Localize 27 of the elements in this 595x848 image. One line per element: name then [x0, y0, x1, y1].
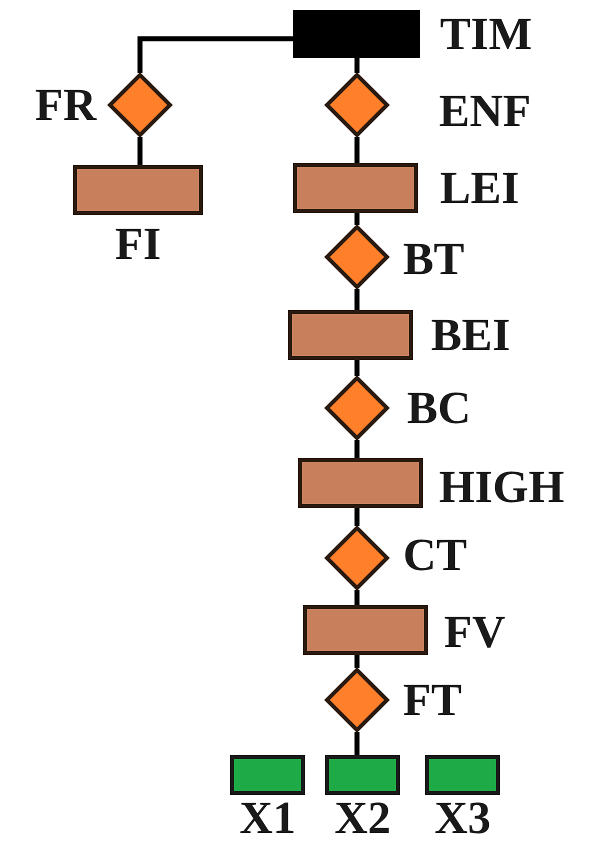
node-label: FT: [403, 677, 462, 723]
connector-line: [354, 732, 360, 755]
node-label: X2: [334, 795, 391, 841]
node-label: X3: [434, 795, 491, 841]
connector-line: [354, 590, 360, 605]
node-label: ENF: [439, 88, 531, 134]
connector-line: [354, 440, 360, 458]
connector-line: [138, 36, 293, 73]
node-label: BEI: [431, 312, 510, 358]
connector-line: [354, 289, 360, 310]
node-label: TIM: [440, 11, 532, 57]
connector-line: [138, 137, 142, 165]
node-label: FI: [115, 221, 161, 267]
connector-line: [354, 213, 360, 225]
connector-line: [354, 58, 360, 73]
node-label: BT: [403, 236, 464, 282]
node-label: HIGH: [439, 464, 564, 510]
node-label: LEI: [440, 165, 520, 211]
connector-line: [354, 508, 360, 526]
node-label: CT: [403, 532, 467, 578]
node-label: FV: [444, 609, 506, 655]
node-label: X1: [240, 795, 296, 841]
node-label: FR: [35, 82, 96, 128]
connector-line: [354, 655, 360, 668]
connector-line: [354, 137, 360, 163]
node-label: BC: [407, 385, 471, 431]
connector-line: [354, 360, 360, 376]
